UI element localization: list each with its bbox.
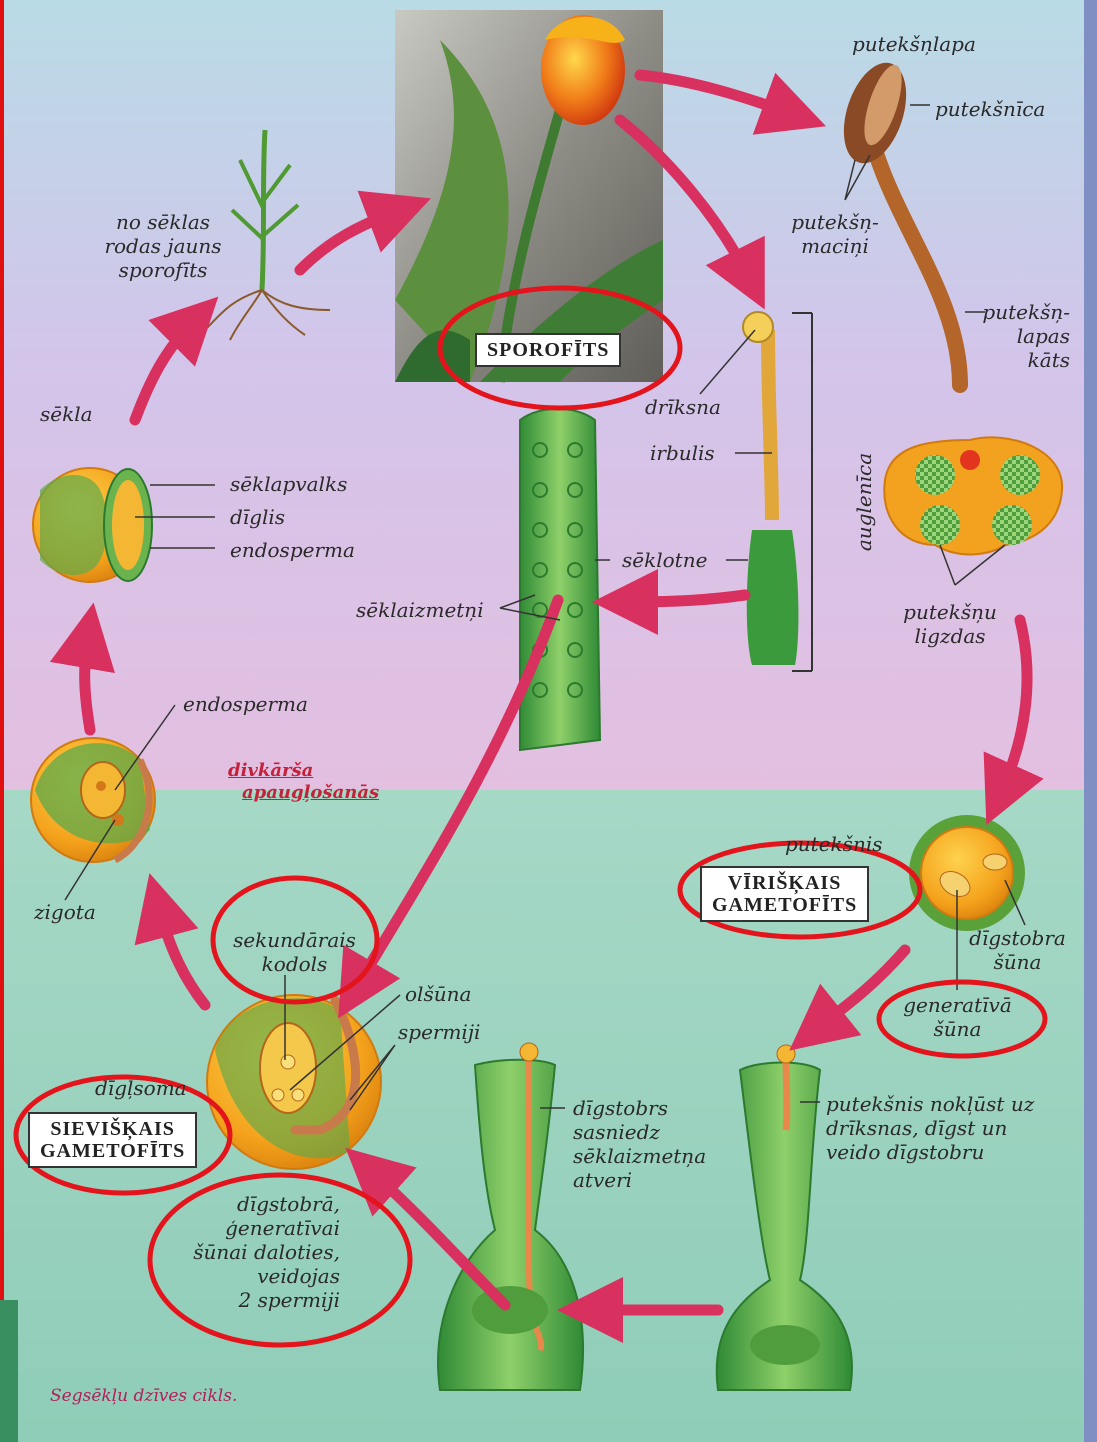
label-putekstnica: putekšnīca bbox=[935, 97, 1045, 121]
fertilized-ovule bbox=[31, 738, 155, 862]
label-olsuna: olšūna bbox=[405, 982, 471, 1006]
pollen-grain bbox=[909, 815, 1025, 931]
label-diglsoma: dīgļsoma bbox=[95, 1076, 187, 1100]
label-sekla: sēkla bbox=[40, 402, 93, 426]
label-driksna: drīksna bbox=[645, 395, 721, 419]
label-puteksnis: putekšnis bbox=[785, 832, 882, 856]
label-zigota: zigota bbox=[34, 900, 96, 924]
label-divkarsa-apauglosanas: divkārša apaugļošanās bbox=[228, 760, 379, 804]
page-right-edge bbox=[1084, 0, 1097, 1442]
label-puteksnlapa: putekšņlapa bbox=[852, 32, 976, 56]
label-seklapvalks: sēklapvalks bbox=[230, 472, 347, 496]
label-endosperma-1: endosperma bbox=[230, 538, 355, 562]
label-putekshn-macini: putekšņ-maciņi bbox=[775, 210, 895, 258]
label-seklotne: sēklotne bbox=[622, 548, 707, 572]
page-corner-stripes bbox=[0, 1300, 18, 1442]
page-left-border bbox=[0, 0, 4, 1442]
label-irbulis: irbulis bbox=[650, 441, 715, 465]
stage-box-sporofits: SPOROFĪTS bbox=[475, 333, 621, 367]
ovule-embryo-sac bbox=[207, 995, 381, 1169]
label-endosperma-2: endosperma bbox=[183, 692, 308, 716]
figure-caption: Segsēkļu dzīves cikls. bbox=[50, 1386, 237, 1406]
tulip-photo bbox=[395, 10, 663, 382]
label-diglis: dīglis bbox=[230, 505, 285, 529]
ovary-section bbox=[520, 409, 600, 750]
label-seklaizmetni: sēklaizmetņi bbox=[356, 598, 484, 622]
seed bbox=[33, 468, 152, 582]
label-spermiji: spermiji bbox=[398, 1020, 480, 1044]
label-auglenica: auglenīca bbox=[852, 453, 876, 551]
